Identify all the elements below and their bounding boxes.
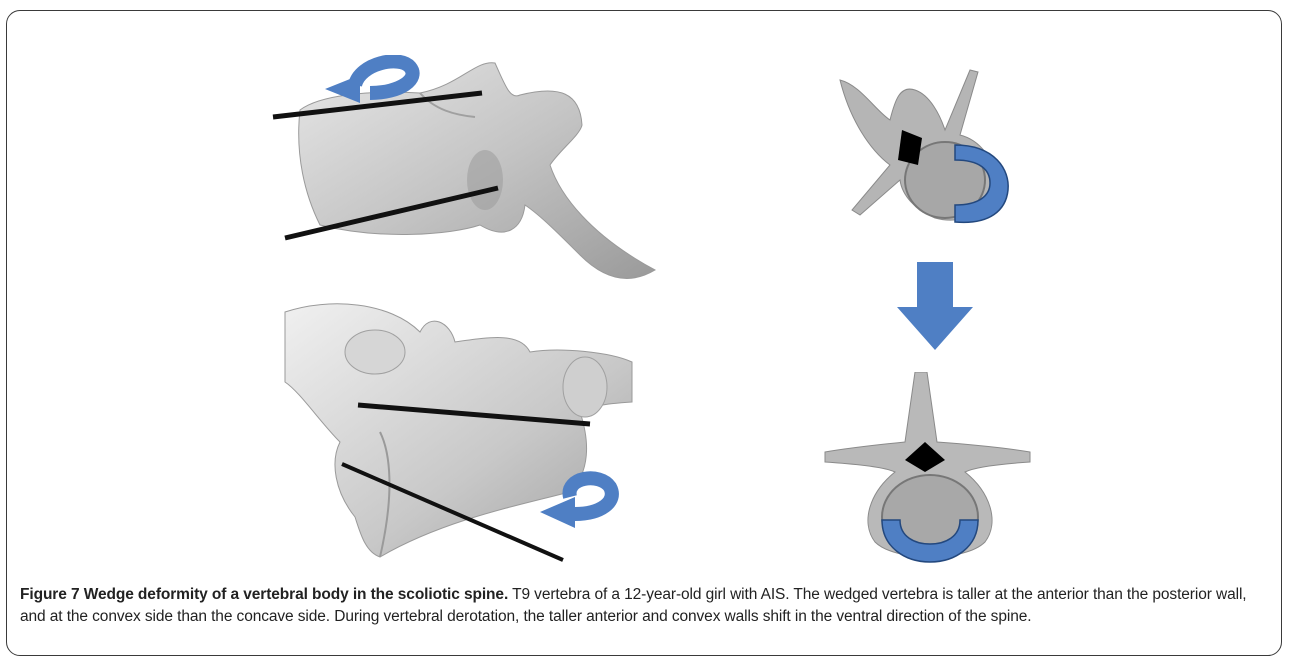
vertebra-axial-image [840,70,995,220]
vertebra-axial-image [825,372,1030,559]
oblique-view-bottom [270,292,670,572]
figure-caption: Figure 7 Wedge deformity of a vertebral … [20,584,1270,628]
caption-lead: Figure 7 Wedge deformity of a vertebral … [20,586,508,603]
down-arrow-icon [895,262,975,352]
lateral-view-top [260,55,660,295]
axial-view-bottom [815,372,1045,572]
axial-view-top [820,60,1020,235]
